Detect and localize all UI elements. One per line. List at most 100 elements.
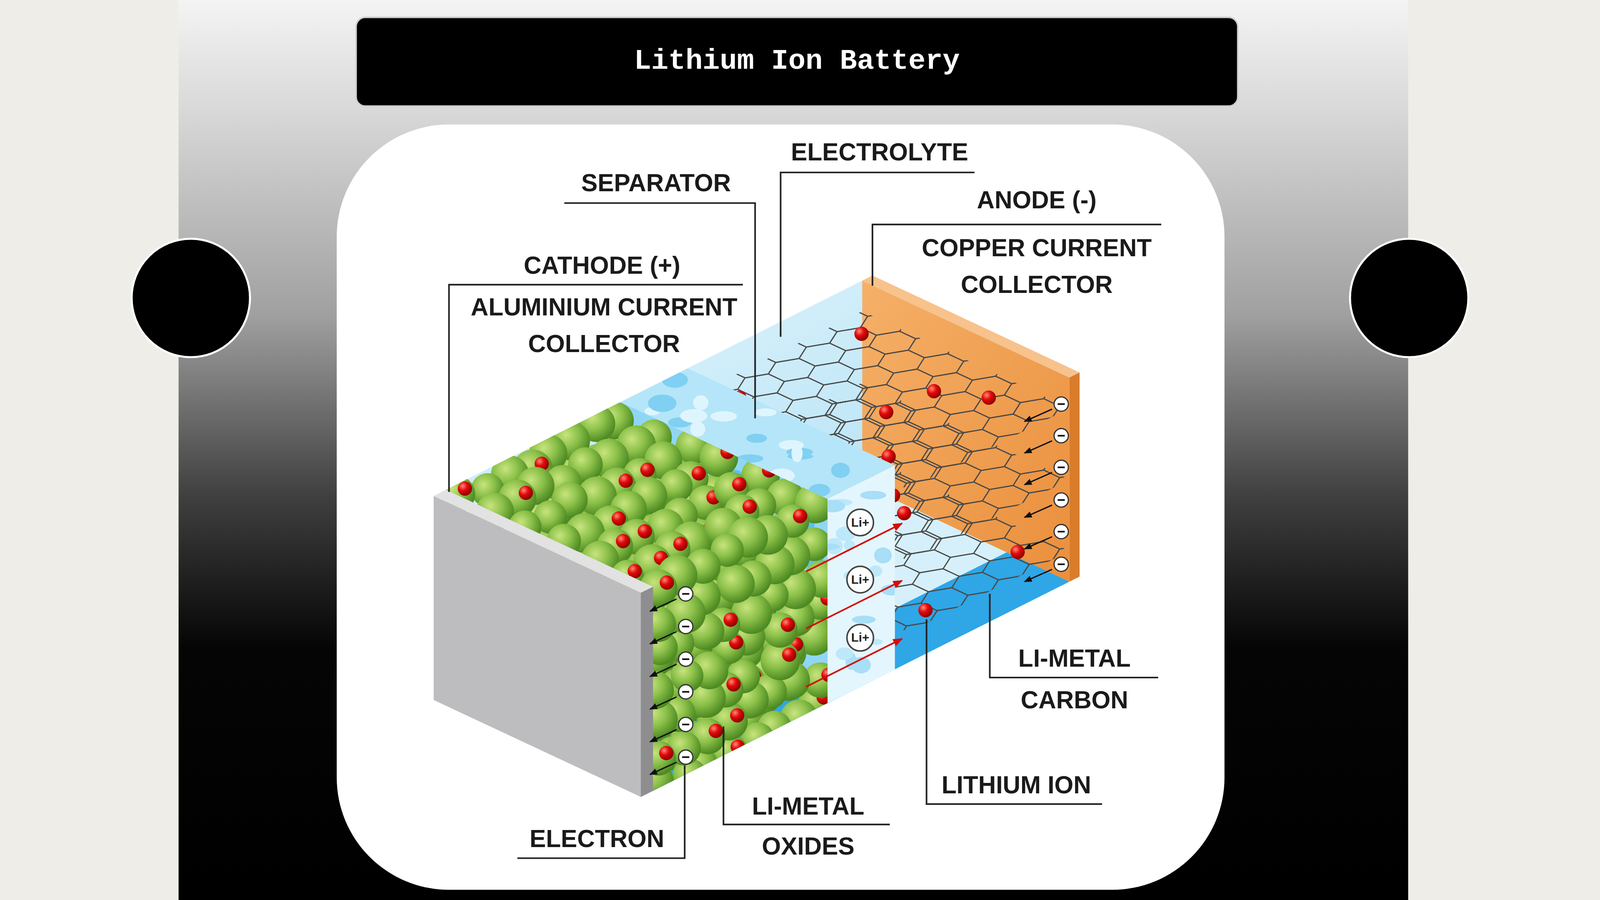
electron-symbols	[650, 397, 1069, 775]
ion-badge	[847, 566, 874, 593]
separator-block	[614, 368, 903, 703]
electron-dot	[678, 684, 693, 699]
pore	[710, 411, 737, 422]
electron-symbol	[650, 684, 693, 710]
pore	[692, 395, 709, 410]
title: Lithium Ion Battery	[634, 44, 960, 79]
hex-ring	[812, 382, 876, 407]
electron-symbol	[650, 750, 693, 775]
aluminium-edge	[640, 586, 653, 797]
gradient-panel	[178, 0, 1409, 900]
hex-ring	[712, 332, 776, 363]
side-dot	[1350, 238, 1469, 358]
electron-dot	[1054, 492, 1069, 508]
hex-ring	[930, 621, 993, 633]
pore	[835, 647, 854, 660]
lithium-ion-dot	[730, 708, 745, 723]
pore	[746, 433, 768, 443]
minus-sign	[1057, 563, 1065, 565]
lithium-ion-dot	[615, 533, 630, 548]
electron-arrow	[650, 664, 677, 677]
pore	[831, 462, 850, 478]
electron-symbol	[1024, 397, 1069, 422]
hex-ring	[1013, 413, 1070, 445]
electron-dot	[678, 652, 693, 667]
pores	[816, 490, 903, 674]
electron-symbol	[1024, 460, 1069, 485]
graphite-sheet	[635, 421, 1267, 724]
oxide-sphere	[716, 565, 755, 603]
minus-sign	[682, 625, 690, 628]
minus-sign	[682, 658, 690, 660]
lithium-ion-dot	[708, 723, 723, 738]
minus-sign	[1057, 499, 1065, 501]
hex-ring	[1031, 594, 1070, 625]
lithium-ion-dot	[918, 602, 933, 618]
hex-ring	[987, 500, 1051, 531]
hex-ring	[1031, 451, 1070, 483]
hex-ring	[921, 460, 985, 490]
hex-ring	[804, 311, 867, 317]
part-label: ELECTRON	[529, 820, 665, 857]
lithium-ion-dot	[762, 463, 777, 478]
lithium-ion-dot	[782, 647, 797, 662]
minus-sign	[1057, 435, 1065, 437]
electron-dot	[1054, 397, 1069, 412]
lithium-ion-dot	[723, 612, 738, 627]
part-label: ELECTROLYTE	[790, 134, 969, 170]
electron-dot	[678, 619, 693, 634]
electron-arrow	[650, 599, 677, 612]
part-label: LITHIUM ION	[941, 767, 1092, 803]
hex-ring	[939, 477, 1003, 508]
hex-ring	[921, 531, 985, 561]
lithium-ion-dot	[659, 745, 674, 760]
electron-dot	[1054, 524, 1069, 539]
lithium-ion-dot	[981, 390, 996, 405]
lithium-ion-dot	[742, 499, 757, 514]
pore	[736, 454, 764, 463]
copper-edge	[1069, 372, 1080, 582]
hex-ring	[1053, 488, 1070, 520]
electron-dot	[678, 750, 693, 765]
minus-sign	[1057, 530, 1065, 533]
hex-ring	[1035, 522, 1070, 553]
ion-arrows	[806, 523, 903, 687]
minus-sign	[1057, 403, 1065, 405]
electron-arrow	[1024, 440, 1053, 453]
hex-ring	[1013, 556, 1070, 588]
cathode-particles	[434, 401, 842, 800]
ion-symbol: Li+	[851, 630, 870, 645]
lithium-ion-dot	[732, 477, 747, 492]
hex-ring	[987, 357, 1051, 388]
lithium-ion-dot	[637, 524, 652, 539]
hex-ring	[1013, 485, 1070, 516]
electron-symbol	[1024, 492, 1069, 518]
side-dot	[131, 238, 250, 358]
lithium-ion-dot	[457, 481, 473, 496]
ion-badge	[847, 624, 874, 652]
electron-symbol	[1024, 428, 1069, 454]
hex-ring	[742, 317, 806, 348]
electron-dot	[1054, 460, 1069, 475]
electron-arrow	[1024, 505, 1053, 518]
hex-ring	[939, 334, 1003, 365]
part-label: ANODE (-)	[977, 182, 1097, 218]
hex-ring	[1031, 523, 1070, 554]
hex-ring	[961, 463, 1025, 490]
hex-ring	[891, 383, 955, 414]
hex-ring	[891, 455, 955, 486]
electron-symbol	[650, 652, 693, 677]
minus-sign	[1057, 466, 1065, 469]
lithium-ion-dot	[611, 511, 626, 526]
hex-ring	[700, 347, 745, 379]
electron-arrow	[650, 729, 677, 742]
electron-arrow	[1024, 409, 1053, 422]
electron-arrow	[650, 697, 677, 710]
lithium-ion-dot	[1010, 545, 1025, 560]
hex-ring	[970, 625, 1033, 633]
electron-arrow	[650, 631, 677, 644]
hex-ring	[1009, 628, 1070, 633]
leader-line	[723, 726, 890, 825]
